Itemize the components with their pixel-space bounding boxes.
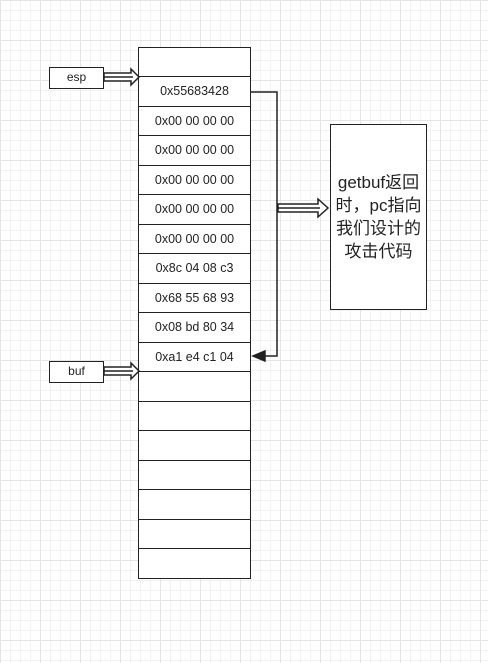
stack-cell: 0x68 55 68 93 bbox=[139, 282, 250, 313]
note-arrow bbox=[277, 197, 330, 219]
esp-arrow bbox=[103, 67, 141, 87]
stack-cell: 0x8c 04 08 c3 bbox=[139, 253, 250, 283]
stack-cell: 0x00 00 00 00 bbox=[139, 105, 250, 136]
stack-cell bbox=[139, 518, 250, 549]
stack-cell bbox=[139, 489, 250, 519]
stack-cell bbox=[139, 459, 250, 490]
stack-cell bbox=[139, 430, 250, 460]
buf-arrow bbox=[103, 361, 141, 381]
stack-cell: 0x00 00 00 00 bbox=[139, 223, 250, 254]
stack-cell: 0x55683428 bbox=[139, 76, 250, 106]
stack-cell: 0x00 00 00 00 bbox=[139, 194, 250, 224]
stack-cell: 0x00 00 00 00 bbox=[139, 164, 250, 195]
stack-cell bbox=[139, 548, 250, 578]
stack-cell bbox=[139, 371, 250, 401]
stack-cell: 0xa1 e4 c1 04 bbox=[139, 341, 250, 372]
stack-cell bbox=[139, 400, 250, 431]
note-box: getbuf返回时，pc指向我们设计的攻击代码 bbox=[330, 124, 427, 310]
stack-cell: 0x00 00 00 00 bbox=[139, 135, 250, 165]
buf-label: buf bbox=[49, 361, 104, 383]
stack-cell: 0x08 bd 80 34 bbox=[139, 312, 250, 342]
return-address-pointer bbox=[251, 91, 278, 363]
note-text: getbuf返回时，pc指向我们设计的攻击代码 bbox=[335, 173, 422, 261]
